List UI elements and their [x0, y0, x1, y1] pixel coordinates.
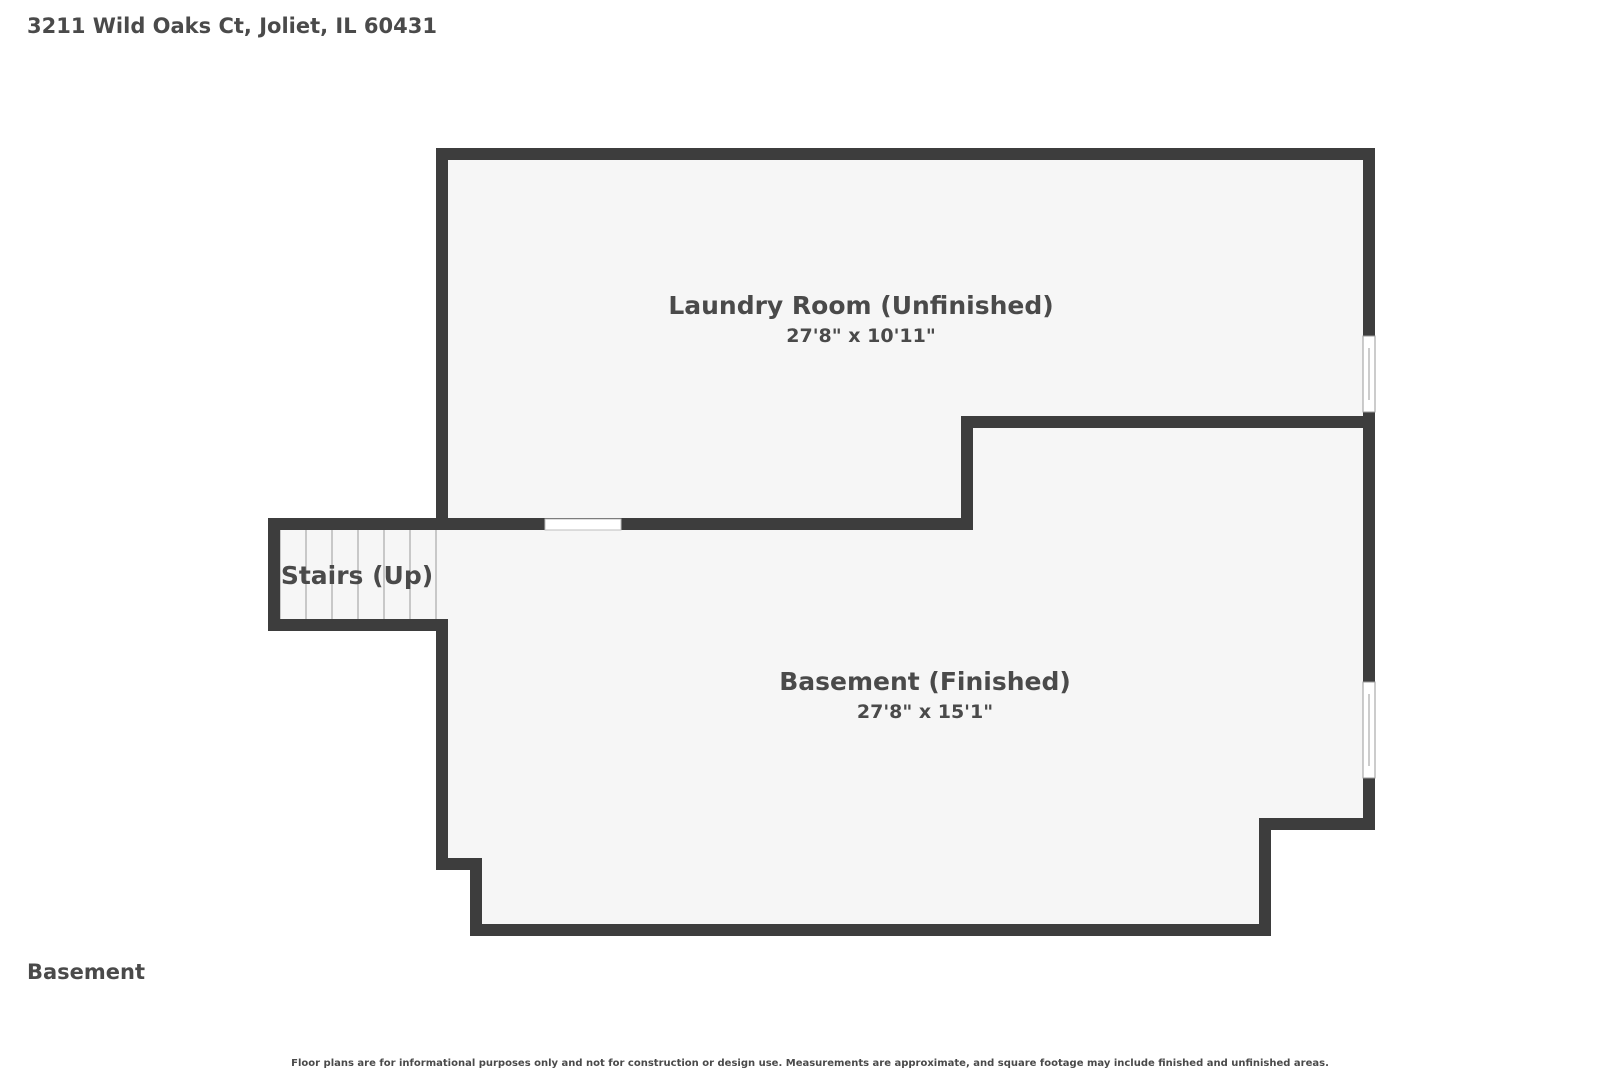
- basement-floor: [448, 425, 1363, 930]
- stairs-wall: [268, 518, 448, 631]
- outer-wall: [436, 148, 1375, 936]
- stairs-label: Stairs (Up): [281, 561, 433, 590]
- property-address: 3211 Wild Oaks Ct, Joliet, IL 60431: [27, 14, 437, 38]
- laundry-room-label: Laundry Room (Unfinished): [668, 291, 1053, 320]
- laundry-room-floor: [448, 160, 1363, 524]
- floor-label: Basement: [27, 960, 146, 984]
- walls: [268, 148, 1375, 936]
- window-laundry: [1362, 335, 1376, 413]
- disclaimer-text: Floor plans are for informational purpos…: [291, 1058, 1329, 1069]
- interior-wall: [436, 416, 1375, 530]
- laundry-room-dimensions: 27'8" x 10'11": [786, 325, 935, 347]
- stairs-floor: [274, 530, 448, 622]
- basement-dimensions: 27'8" x 15'1": [857, 701, 993, 723]
- doorway: [544, 518, 622, 531]
- basement-label: Basement (Finished): [779, 667, 1071, 696]
- window-basement: [1362, 681, 1376, 779]
